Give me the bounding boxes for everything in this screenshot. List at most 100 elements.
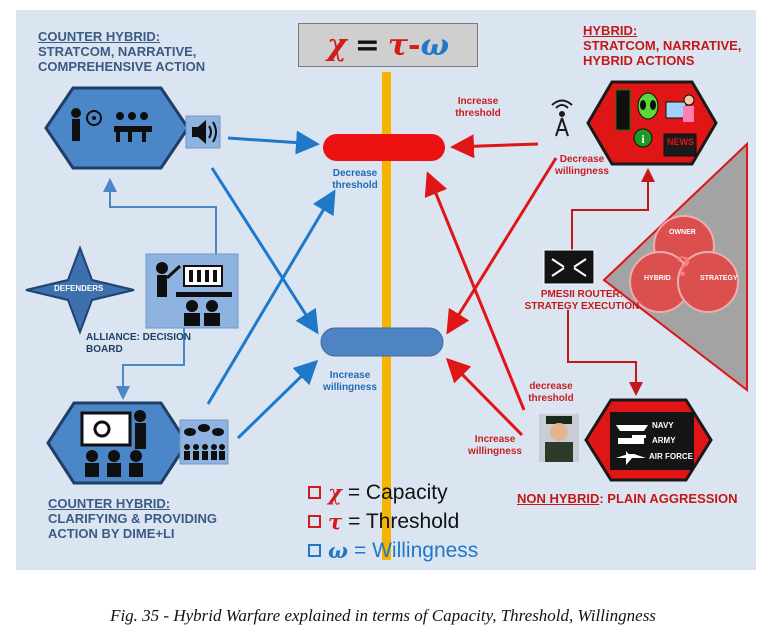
venn-question-mark: ? [676, 250, 691, 283]
venn-strategy-label: STRATEGY [700, 275, 738, 282]
counter-hybrid-top-heading: COUNTER HYBRID: STRATCOM, NARRATIVE, COM… [38, 29, 206, 75]
info-icon [633, 128, 653, 148]
formula-minus: - [408, 27, 421, 63]
legend-capacity-symbol: χ [328, 480, 342, 505]
formula: χ = τ - ω [299, 24, 477, 66]
hybrid-line3: HYBRID ACTIONS [583, 52, 695, 68]
increase-threshold-red-line2: threshold [455, 107, 501, 119]
army-label: ARMY [652, 436, 676, 445]
legend-checkbox-icon [308, 486, 321, 499]
computer-user-icon [665, 94, 695, 122]
pmesii-label: PMESII ROUTER: STRATEGY EXECUTION [524, 289, 640, 312]
crowd-chat-icon [184, 424, 225, 460]
increase-threshold-red-line1: Increase [457, 96, 499, 107]
increase-willingness-blue-line2: willingness [323, 381, 377, 393]
connector-router-to-nonhybrid [567, 310, 643, 396]
alliance-line2: BOARD [86, 343, 123, 355]
formula-chi: χ [326, 27, 347, 63]
increase-willingness-red-line1: Increase [474, 434, 516, 445]
hybrid-line2: STRATCOM, NARRATIVE, [583, 37, 742, 53]
willingness-pill [320, 327, 444, 357]
news-icon [663, 133, 697, 157]
decrease-threshold-blue-line1: Decrease [332, 168, 378, 179]
alien-icon [637, 92, 659, 120]
legend-willingness-text: = Willingness [354, 538, 479, 562]
formula-box: χ = τ - ω [298, 23, 478, 67]
increase-threshold-red-label: Increase threshold [443, 96, 513, 119]
venn-owner-label: OWNER [669, 229, 696, 236]
decision-board-icon [156, 262, 232, 326]
speaker-icon [192, 120, 217, 144]
router-arrows-icon [551, 258, 587, 277]
counter-hybrid-top-line3: COMPREHENSIVE ACTION [38, 58, 206, 74]
decrease-willingness-red-label: Decrease willingness [547, 154, 617, 177]
blue-arrow-bottom-to-threshold [206, 189, 336, 405]
pmesii-line1: PMESII ROUTER: [540, 289, 624, 300]
counter-hybrid-bottom-line2: CLARIFYING & PROVIDING [48, 510, 218, 526]
threshold-pill [323, 134, 445, 161]
legend-willingness: ω = Willingness [308, 538, 478, 563]
connector-router-to-hybrid [571, 168, 655, 262]
legend-checkbox-icon [308, 544, 321, 557]
legend-checkbox-icon [308, 515, 321, 528]
hybrid-heading: HYBRID: STRATCOM, NARRATIVE, HYBRID ACTI… [583, 23, 742, 69]
red-arrow-hybrid-to-threshold [450, 134, 539, 159]
people-meeting-icon [71, 108, 152, 142]
alliance-line1: ALLIANCE: DECISION [86, 332, 191, 343]
decrease-threshold-red-line2: threshold [528, 392, 574, 404]
formula-tau: τ [387, 27, 409, 63]
decrease-willingness-red-line2: willingness [555, 165, 609, 177]
connector-alliance-to-bottom [116, 328, 185, 400]
alliance-label: ALLIANCE: DECISION BOARD [86, 332, 191, 355]
formula-equals: = [354, 27, 380, 63]
defenders-star [25, 245, 135, 335]
decrease-willingness-red-line1: Decrease [559, 154, 605, 165]
vertical-axis [382, 72, 391, 560]
decrease-threshold-blue-label: Decrease threshold [320, 168, 390, 191]
red-arrow-nonhybrid-to-threshold [424, 171, 526, 411]
decrease-threshold-red-label: decrease threshold [516, 381, 586, 404]
air-force-label: AIR FORCE [649, 452, 693, 461]
venn-diagram [629, 215, 739, 313]
connector-alliance-to-top [103, 178, 217, 272]
increase-willingness-red-line2: willingness [468, 445, 522, 457]
increase-willingness-red-label: Increase willingness [458, 434, 532, 457]
non-hybrid-line1: NON HYBRID [517, 491, 600, 506]
non-hybrid-line2: : PLAIN AGGRESSION [599, 491, 738, 506]
legend-capacity-text: = Capacity [347, 480, 448, 504]
news-label: NEWS [667, 137, 694, 147]
svg-text:i: i [641, 132, 645, 146]
legend-threshold: τ = Threshold [308, 509, 459, 534]
venn-hybrid-label: HYBRID [644, 275, 671, 282]
red-arrow-nonhybrid-to-willingness [445, 357, 524, 437]
router-icon [543, 249, 595, 285]
pmesii-line2: STRATEGY EXECUTION [524, 300, 640, 312]
legend-capacity: χ = Capacity [308, 480, 448, 505]
increase-willingness-blue-line1: Increase [329, 370, 371, 381]
radio-tower-icon [551, 99, 573, 137]
navy-label: NAVY [652, 421, 674, 430]
legend-threshold-text: = Threshold [348, 509, 460, 533]
military-silhouettes-icon [616, 425, 648, 465]
increase-willingness-blue-label: Increase willingness [315, 370, 385, 393]
non-hybrid-heading: NON HYBRID: PLAIN AGGRESSION [517, 491, 738, 507]
decrease-threshold-blue-line2: threshold [332, 179, 378, 191]
counter-hybrid-bottom-line1: COUNTER HYBRID: [48, 496, 171, 511]
figure-caption: Fig. 35 - Hybrid Warfare explained in te… [110, 606, 656, 625]
legend-threshold-symbol: τ [328, 509, 343, 534]
blue-arrow-bottom-to-willingness [236, 359, 319, 440]
red-arrow-hybrid-to-willingness [446, 157, 558, 335]
blue-arrow-top-to-willingness [210, 167, 319, 335]
counter-hybrid-top-line2: STRATCOM, NARRATIVE, [38, 43, 197, 59]
counter-hybrid-bottom-line3: ACTION BY DIME+LI [48, 525, 175, 541]
matrix-icon [615, 89, 631, 131]
legend-willingness-symbol: ω [328, 538, 348, 563]
counter-hybrid-top-line1: COUNTER HYBRID: [38, 29, 161, 44]
presentation-icon [80, 410, 146, 477]
decrease-threshold-red-line1: decrease [529, 381, 573, 392]
formula-omega: ω [420, 27, 450, 63]
hybrid-line1: HYBRID: [583, 23, 638, 38]
diagram-panel: i [16, 10, 756, 570]
blue-arrow-top-to-threshold [227, 130, 320, 155]
defenders-label: DEFENDERS [54, 284, 104, 293]
